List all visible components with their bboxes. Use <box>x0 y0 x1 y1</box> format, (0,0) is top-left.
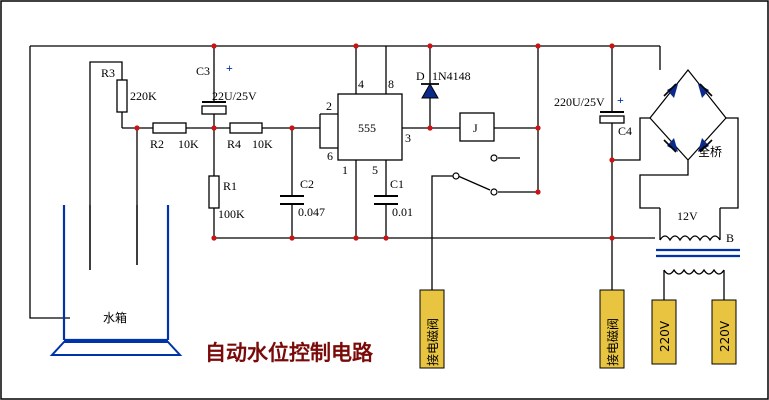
ic-pin-8: 8 <box>388 77 394 91</box>
label-r1-value: 100K <box>218 207 245 221</box>
label-relay: J <box>473 121 478 135</box>
label-c2-value: 0.047 <box>298 205 325 219</box>
mains-tag-a-text: 220V <box>658 320 672 352</box>
valve-tag-left <box>419 289 445 369</box>
ic-pin-5: 5 <box>372 163 378 177</box>
valve-tag-left-text: 接电磁阀 <box>425 318 440 366</box>
label-r3-value: 220K <box>130 89 157 103</box>
capacitor-c4 <box>599 111 625 124</box>
diode-d <box>421 82 439 99</box>
c4-plus-icon: + <box>617 93 624 107</box>
label-c3-value: 22U/25V <box>212 89 257 103</box>
label-transformer-ref: B <box>726 231 734 245</box>
ic-name: 555 <box>358 121 376 135</box>
water-tank <box>49 205 183 356</box>
switch-no <box>490 188 498 196</box>
mains-tag-b <box>711 299 737 365</box>
label-c4-ref: C4 <box>618 124 632 138</box>
tank-label: 水箱 <box>103 310 127 325</box>
ic-pin-1: 1 <box>342 163 348 177</box>
valve-tag-right-text: 接电磁阀 <box>605 318 620 366</box>
mains-tag-b-text: 220V <box>718 320 732 352</box>
label-c1-ref: C1 <box>390 177 404 191</box>
resistor-r2 <box>152 122 187 134</box>
valve-tag-right <box>599 289 625 369</box>
label-r2-ref: R2 <box>150 137 164 151</box>
resistor-r1 <box>208 175 220 209</box>
label-diode-ref: D <box>416 69 425 83</box>
label-c4-value: 220U/25V <box>554 95 605 109</box>
label-diode-value: 1N4148 <box>432 69 471 83</box>
label-c2-ref: C2 <box>300 177 314 191</box>
ic-pin-6: 6 <box>327 149 333 163</box>
label-c1-value: 0.01 <box>392 205 413 219</box>
ic-555 <box>337 93 403 161</box>
label-c3-ref: C3 <box>196 64 210 78</box>
label-r1-ref: R1 <box>223 179 237 193</box>
resistor-r4 <box>229 122 263 134</box>
capacitor-c2 <box>280 195 304 205</box>
switch-nc <box>490 154 498 162</box>
transformer-b <box>656 235 740 275</box>
label-r3-ref: R3 <box>101 66 115 80</box>
c3-plus-icon: + <box>226 61 233 75</box>
resistor-r3 <box>116 79 128 113</box>
relay-coil <box>459 112 495 142</box>
capacitor-c3 <box>201 101 227 115</box>
label-r4-value: 10K <box>252 137 273 151</box>
label-r4-ref: R4 <box>227 137 241 151</box>
ic-pin-4: 4 <box>358 77 364 91</box>
diagram-title: 自动水位控制电路 <box>205 341 374 365</box>
switch-common <box>452 172 460 180</box>
ic-pin-3: 3 <box>405 131 411 145</box>
label-transformer-secondary: 12V <box>677 209 698 223</box>
bridge-rectifier <box>649 69 727 161</box>
label-bridge: 全桥 <box>698 144 722 159</box>
junction-dots <box>134 43 615 241</box>
label-r2-value: 10K <box>178 137 199 151</box>
mains-tag-a <box>651 299 677 365</box>
wiring <box>29 45 739 319</box>
ic-pin-2: 2 <box>326 99 332 113</box>
capacitor-c1 <box>374 195 398 205</box>
